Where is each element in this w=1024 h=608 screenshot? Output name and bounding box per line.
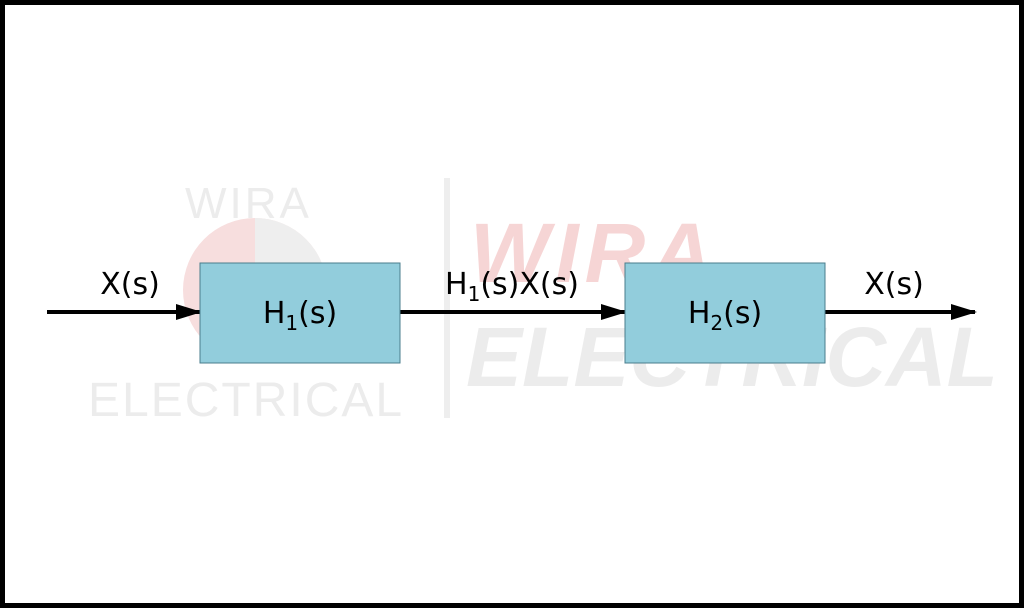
block-h2-label: H2(s)	[688, 296, 762, 335]
block-h1: H1(s)	[199, 262, 401, 364]
output-signal-label: X(s)	[864, 267, 924, 302]
watermark-divider	[444, 178, 450, 418]
block-h2-box	[624, 262, 826, 364]
watermark-logo-line2: ELECTRICAL	[88, 374, 404, 427]
block-h1-box	[199, 262, 401, 364]
block-h1-label: H1(s)	[263, 296, 337, 335]
block-diagram: WIRA ELECTRICAL WIRA ELECTRICAL H1(s) H2…	[47, 178, 998, 427]
block-h2: H2(s)	[624, 262, 826, 364]
input-signal-label: X(s)	[100, 267, 160, 302]
middle-signal-label: H1(s)X(s)	[445, 267, 579, 306]
